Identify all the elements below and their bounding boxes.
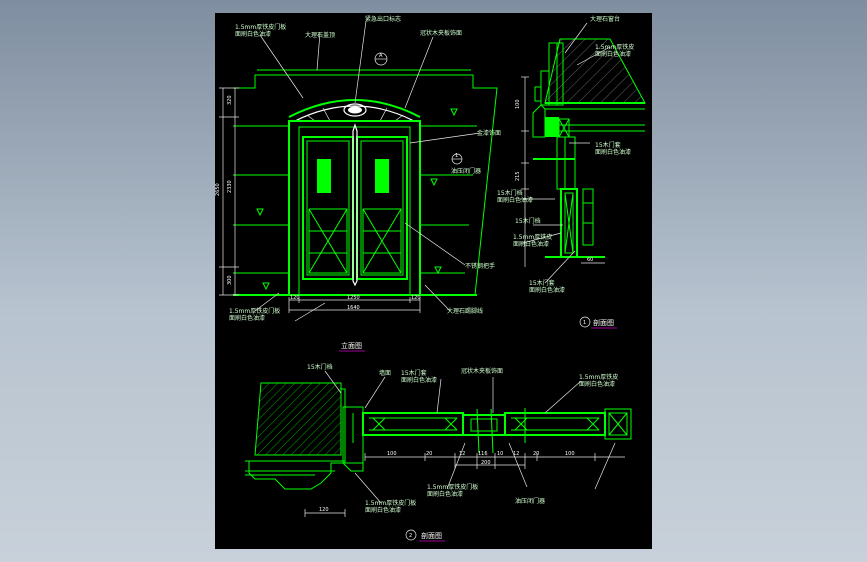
drawing-sheet: 2650 2330 320 300 120 1250 120 1640 A 1 … (215, 13, 652, 549)
dim-plan-b: 20 (426, 451, 432, 457)
label-section-top-1: 大理石窗台 (590, 15, 620, 23)
label-cladding-1: 1.5mm厚铁皮门板面刷白色油漆 (235, 23, 286, 38)
label-section-mid-2: 15木门档面刷白色油漆 (497, 189, 533, 204)
section-title: 剖面图 (593, 318, 614, 327)
label-lacquer: 金漆饰面 (477, 129, 501, 137)
dim-elev-h2: 2330 (227, 180, 233, 193)
label-top-stone: 大理石盖顶 (305, 31, 335, 39)
label-handle: 不锈钢把手 (465, 262, 495, 270)
elevation-title: 立面图 (341, 341, 362, 350)
door-elevation: 2650 2330 320 300 120 1250 120 1640 A 1 … (215, 15, 501, 352)
marker-a: A (379, 53, 383, 59)
label-plan-1: 15木门档 (307, 363, 333, 371)
dim-plan-i: 100 (565, 451, 575, 457)
dim-plan-d: 116 (478, 451, 488, 457)
dim-plan-c: 12 (459, 451, 465, 457)
dim-plan-h: 20 (533, 451, 539, 457)
door-leaf-left (302, 136, 354, 280)
label-plan-5: 1.5mm厚铁皮面刷白色油漆 (579, 373, 618, 388)
dim-plan-g: 12 (513, 451, 519, 457)
label-plan-8: 油压闭门器 (515, 497, 545, 505)
dim-plan-a: 100 (387, 451, 397, 457)
label-section-top-2: 1.5mm厚铁皮面刷白色油漆 (595, 43, 634, 58)
label-plan-3: 15木门套面刷白色油漆 (401, 369, 437, 384)
dim-elev-w1: 120 (290, 295, 300, 301)
label-plan-4: 冠状木夹板饰面 (461, 367, 503, 375)
center-stile (352, 123, 358, 287)
cad-drawing: 2650 2330 320 300 120 1250 120 1640 A 1 … (215, 15, 646, 542)
dim-elev-w3: 120 (411, 295, 421, 301)
plan-title: 剖面图 (421, 531, 442, 540)
dim-sec-low: 60 (587, 257, 593, 263)
door-window-left (317, 159, 331, 193)
label-section-low-1: 15木门档 (515, 217, 541, 225)
door-leaf-right (356, 136, 408, 280)
dim-elev-w2: 1250 (347, 295, 360, 301)
dim-elev-top: 320 (227, 95, 233, 105)
exit-sign (343, 103, 367, 117)
label-section-mid-1: 15木门套面刷白色油漆 (595, 141, 631, 156)
door-arch (288, 99, 421, 118)
wall-block (254, 382, 342, 456)
label-anchor: 油压闭门器 (451, 167, 481, 175)
label-section-low-3: 15木门套面刷白色油漆 (529, 279, 565, 294)
label-base-stone: 大理石踢脚线 (447, 307, 483, 315)
plan-number: 2 (409, 533, 412, 539)
dim-plan-j: 120 (319, 507, 329, 513)
dim-elev-bottom: 300 (227, 275, 233, 285)
door-section: 100 215 60 大理石窗台 1.5mm厚铁皮面刷白色油漆 15木门套面刷白… (497, 15, 646, 329)
dim-plan-f: 200 (481, 460, 491, 466)
door-window-right (375, 159, 389, 193)
dim-sec-mid: 215 (515, 171, 521, 181)
marker-b: 1 (455, 153, 458, 159)
label-plan-2: 墙面 (379, 369, 391, 377)
dim-elev-total-w: 1640 (347, 305, 360, 311)
dim-sec-top: 100 (515, 99, 521, 109)
dim-elev-total-h: 2650 (215, 183, 221, 196)
label-plan-7: 1.5mm厚铁皮门板面刷白色油漆 (427, 483, 478, 498)
label-arch-wood: 冠状木夹板饰面 (420, 29, 462, 37)
wall-outline (233, 74, 498, 296)
label-exit-sign: 紧急出口标志 (365, 15, 401, 23)
door-plan: 100 20 12 116 10 200 12 20 100 120 15木门档… (245, 363, 632, 542)
label-plan-6: 1.5mm厚铁皮门板面刷白色油漆 (365, 499, 416, 514)
label-section-low-2: 1.5mm厚铁皮面刷白色油漆 (513, 233, 552, 248)
label-cladding-2: 1.5mm厚铁皮门板面刷白色油漆 (229, 307, 280, 322)
section-number: 1 (583, 320, 586, 326)
dim-plan-e: 10 (497, 451, 503, 457)
